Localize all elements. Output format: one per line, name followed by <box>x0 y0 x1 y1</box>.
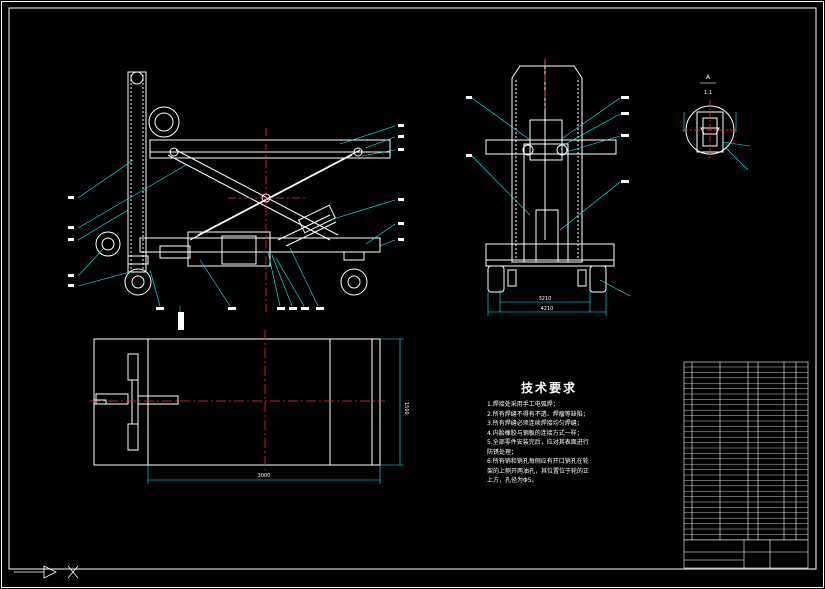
detail-view-label: A <box>706 74 711 81</box>
notes-line: 3.所有焊缝必须连续焊接均匀焊缝； <box>487 420 583 427</box>
side-labels <box>466 96 629 183</box>
side-view <box>485 60 617 293</box>
side-leaders <box>471 97 631 316</box>
detail-centerlines <box>682 100 738 160</box>
detail-leaders <box>683 112 751 171</box>
front-centerlines <box>228 128 306 312</box>
dim-track-inner: 3210 <box>539 296 552 302</box>
notes-line: 2.所有焊缝不得有不透、焊瘤等缺陷； <box>487 410 589 418</box>
plan-centerlines <box>90 330 385 470</box>
dim-track-outer: 4210 <box>541 306 554 312</box>
front-view <box>95 71 391 296</box>
front-leaders <box>77 125 396 330</box>
notes-line: 架的上侧开两油孔，其位置位于轮的正 <box>487 467 590 475</box>
dim-plan-height: 1500 <box>403 402 409 415</box>
notes-line: 6.所有销和销孔每侧应有开口销孔在轮 <box>487 458 589 465</box>
parts-list <box>683 361 809 569</box>
notes-line: 上方，孔径为Φ5。 <box>487 477 538 484</box>
inner-border <box>8 7 817 570</box>
origin-marker <box>14 565 79 579</box>
parts-list-rows <box>684 366 808 540</box>
notes-title: 技术要求 <box>521 381 578 395</box>
plan-dimensions <box>147 338 404 484</box>
notes-line: 4.内胎橡胶与钢板的连接方式一样； <box>487 429 583 437</box>
dim-plan-width: 3000 <box>258 473 271 479</box>
notes-line: 防锈处理； <box>487 448 518 456</box>
front-labels <box>68 124 404 330</box>
technical-requirements: 技术要求 1.焊接处采用手工电弧焊； 2.所有焊缝不得有不透、焊瘤等缺陷； 3.… <box>487 379 637 486</box>
detail-scale-label: 1:1 <box>704 90 712 96</box>
notes-line: 1.焊接处采用手工电弧焊； <box>487 401 559 408</box>
plan-view <box>93 338 381 466</box>
notes-line: 5.全部零件安装完后，应对其表面进行 <box>487 439 589 446</box>
